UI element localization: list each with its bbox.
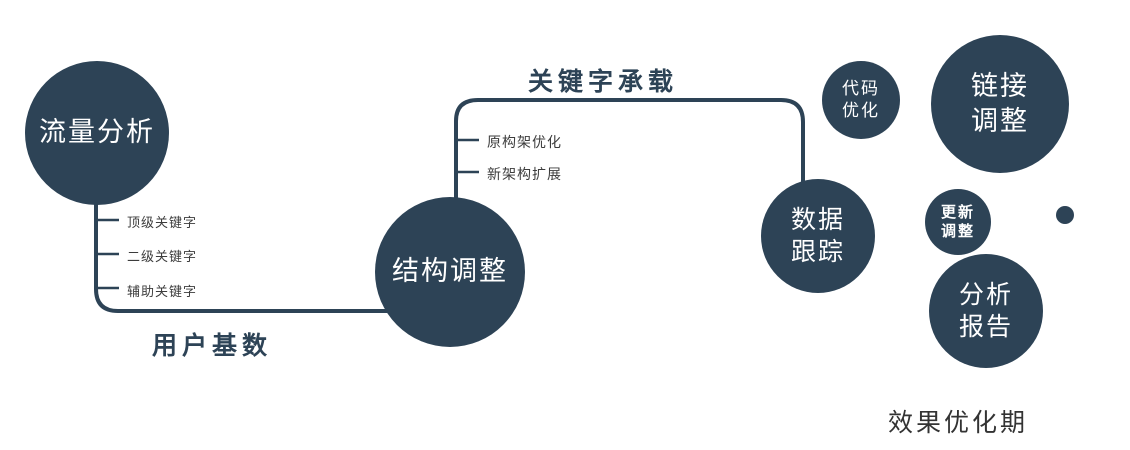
- caption-effect-optimization-period: 效果优化期: [888, 409, 1029, 437]
- node-code-optimization-label: 代码 优化: [842, 78, 880, 120]
- branch-label-new-structure-expansion: 新架构扩展: [487, 166, 562, 182]
- branch-label-auxiliary-keywords: 辅助关键字: [127, 284, 198, 299]
- node-update-adjustment: 更新 调整: [925, 189, 991, 255]
- edge-label-keyword-carry: 关键字承载: [528, 68, 679, 96]
- left-branch-ticks: [96, 218, 119, 290]
- edge-label-user-base: 用户基数: [152, 332, 273, 360]
- branch-label-original-structure-optimization: 原构架优化: [487, 134, 562, 150]
- node-code-optimization: 代码 优化: [822, 61, 900, 139]
- node-link-adjustment-label: 链接 调整: [971, 70, 1029, 136]
- node-data-tracking-label: 数据 跟踪: [790, 205, 845, 267]
- node-traffic-analysis: 流量分析: [25, 61, 169, 205]
- bullet-dot: [1056, 206, 1074, 224]
- node-analysis-report: 分析 报告: [929, 254, 1043, 368]
- node-structure-adjustment-label: 结构调整: [392, 256, 508, 287]
- node-update-adjustment-label: 更新 调整: [940, 203, 975, 241]
- connector-structure-to-data: [454, 98, 805, 210]
- branch-label-top-keywords: 顶级关键字: [127, 215, 198, 230]
- node-structure-adjustment: 结构调整: [375, 197, 525, 347]
- node-analysis-report-label: 分析 报告: [958, 280, 1013, 342]
- node-link-adjustment: 链接 调整: [931, 35, 1069, 173]
- node-data-tracking: 数据 跟踪: [761, 179, 875, 293]
- middle-branch-ticks: [456, 138, 479, 174]
- node-traffic-analysis-label: 流量分析: [39, 117, 155, 148]
- branch-label-secondary-keywords: 二级关键字: [127, 249, 198, 264]
